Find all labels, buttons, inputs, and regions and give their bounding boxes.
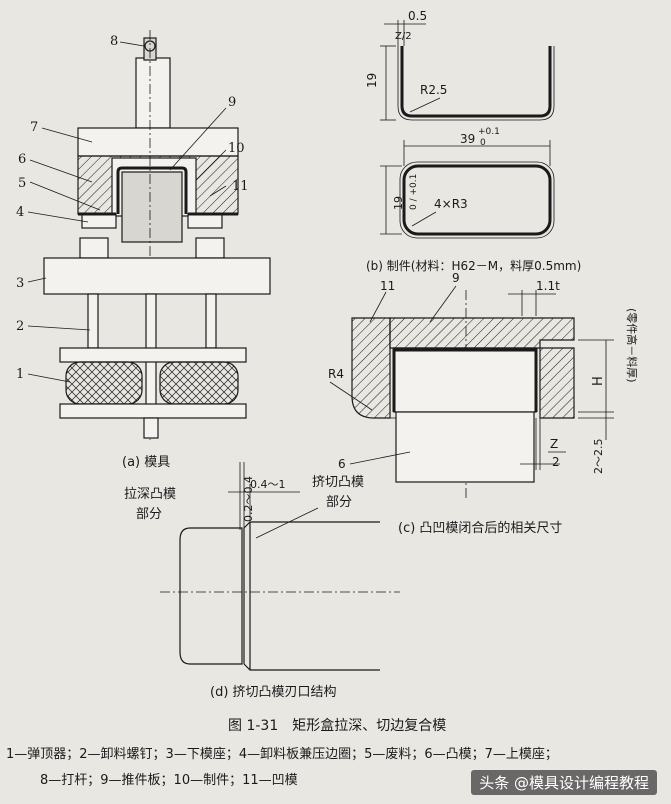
label-11: 11 <box>232 179 249 194</box>
dim-thickness: 0.5 <box>408 9 427 23</box>
panel-b-caption: (b) 制件(材料：H62－M，料厚0.5mm) <box>366 259 581 273</box>
dim-height: 19 <box>365 73 379 88</box>
trimming-punch-part <box>243 521 380 671</box>
label-10: 10 <box>228 141 245 156</box>
dim-width: 19 <box>392 196 405 210</box>
rubber-cushion-left <box>65 361 143 405</box>
shank <box>135 57 171 129</box>
label-2: 2 <box>16 319 24 334</box>
legend: 1—弹顶器；2—卸料螺钉；3—下模座；4—卸料板兼压边圈；5—废料；6—凸模；7… <box>0 742 671 794</box>
legend-line-1: 1—弹顶器；2—卸料螺钉；3—下模座；4—卸料板兼压边圈；5—废料；6—凸模；7… <box>6 747 558 762</box>
drawing-punch-part <box>179 527 243 665</box>
dim-corner: 4×R3 <box>434 197 468 211</box>
label-7: 7 <box>30 120 38 135</box>
label-6: 6 <box>18 152 26 167</box>
figure-caption: 图 1-31 矩形盒拉深、切边复合模 <box>228 717 446 734</box>
drawn-part <box>116 166 188 214</box>
part-section <box>400 46 552 118</box>
punch <box>121 171 183 243</box>
panel-c-closed: 1.1t 11 9 R4 6 H (零件高－料厚) 2～2.5 Z 2 (c) … <box>328 271 639 536</box>
label-c-9: 9 <box>452 271 460 285</box>
die-wall-right <box>539 347 575 419</box>
label-trimming-punch: 挤切凸模 <box>312 475 364 490</box>
part-top-view <box>402 164 552 236</box>
rubber-cushion-right <box>159 361 239 405</box>
dim-radius-c: R4 <box>328 367 344 381</box>
panel-d-edge: 0.2～0.4 0.4～1 拉深凸模 部分 挤切凸模 部分 (d) 挤切凸模刃口… <box>124 462 400 700</box>
dim-step-c: 2～2.5 <box>592 439 605 475</box>
dim-z: Z <box>550 437 558 451</box>
dim-width-tol: 0 / +0.1 <box>409 174 419 210</box>
legend-line-2: 8—打杆；9—推件板；10—制件；11—凹模 <box>40 773 298 788</box>
label-c-6: 6 <box>338 457 346 471</box>
die-wall-left <box>351 317 391 419</box>
panel-c-caption: (c) 凸凹模闭合后的相关尺寸 <box>398 520 562 536</box>
panel-b-part: 0.5 Z/2 19 R2.5 39 +0.1 0 19 0 / +0.1 4×… <box>365 9 581 273</box>
die-cavity-c <box>393 347 537 413</box>
label-drawing-punch-2: 部分 <box>136 507 162 522</box>
lower-die-shoe <box>43 257 271 295</box>
label-5: 5 <box>18 176 26 191</box>
upper-die-shoe <box>77 127 239 157</box>
dim-z-den: 2 <box>552 455 560 469</box>
dim-step-d: 0.4～1 <box>250 478 286 491</box>
dim-radius-b: R2.5 <box>420 83 447 97</box>
label-8: 8 <box>110 34 118 49</box>
dim-h-note: (零件高－料厚) <box>625 308 639 383</box>
panel-d-caption: (d) 挤切凸模刃口结构 <box>210 685 337 700</box>
panel-a-die: 8 7 6 5 4 3 2 1 9 10 11 (a) 模具 <box>16 30 271 470</box>
label-3: 3 <box>16 276 24 291</box>
dim-length-tol-upper: +0.1 <box>478 127 500 137</box>
label-drawing-punch: 拉深凸模 <box>124 487 176 502</box>
dim-h: H <box>591 376 606 386</box>
dim-gap-b: Z/2 <box>395 31 412 42</box>
dim-length-tol-lower: 0 <box>480 138 486 148</box>
dim-width-d: 0.2～0.4 <box>242 476 255 522</box>
punch-c <box>395 411 535 483</box>
dim-gap-c: 1.1t <box>536 279 560 293</box>
label-9: 9 <box>228 95 236 110</box>
watermark: 头条 @模具设计编程教程 <box>471 770 657 795</box>
dim-length: 39 <box>460 132 475 146</box>
panel-a-caption: (a) 模具 <box>122 455 170 470</box>
label-trimming-punch-2: 部分 <box>326 495 352 510</box>
label-1: 1 <box>16 367 24 382</box>
push-plate <box>389 317 575 349</box>
label-c-11: 11 <box>380 279 395 293</box>
label-4: 4 <box>16 205 24 220</box>
